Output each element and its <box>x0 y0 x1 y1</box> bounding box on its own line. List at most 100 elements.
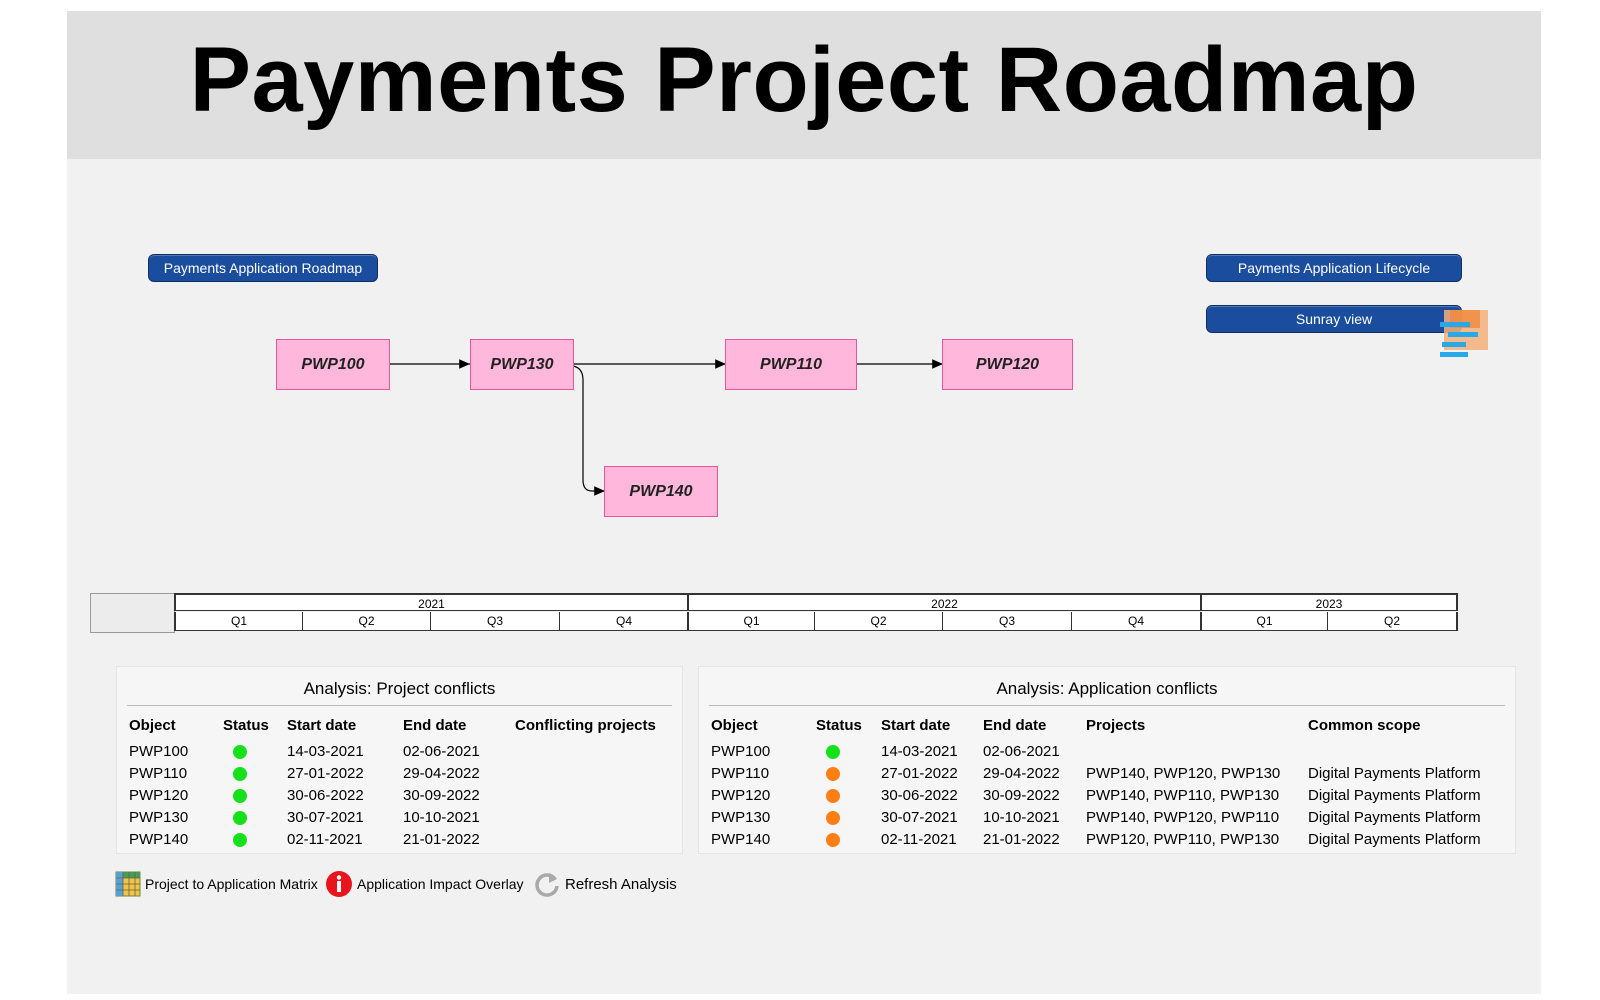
node-pwp100[interactable]: PWP100 <box>276 339 390 390</box>
timeline-header: 2021 2022 2023 Q1 Q2 Q3 Q4 Q1 Q2 Q3 Q4 Q… <box>90 593 1458 633</box>
payments-application-roadmap-button[interactable]: Payments Application Roadmap <box>148 254 378 282</box>
start-date-cell: 30-07-2021 <box>881 808 958 826</box>
object-cell: PWP110 <box>711 764 770 782</box>
edge-pwp130-pwp140 <box>572 365 605 496</box>
column-header: Common scope <box>1308 716 1421 734</box>
status-cell <box>223 762 287 784</box>
object-cell: PWP110 <box>129 764 188 782</box>
divider <box>127 705 672 706</box>
project-conflicts-title: Analysis: Project conflicts <box>303 679 496 698</box>
conflicting-projects-cell <box>515 740 675 762</box>
node-pwp110[interactable]: PWP110 <box>725 339 857 390</box>
status-dot <box>233 744 247 759</box>
table-row[interactable]: PWP130 30-07-2021 10-10-2021 PWP140, PWP… <box>711 806 1508 828</box>
table-row[interactable]: PWP110 27-01-2022 29-04-2022 <box>129 762 675 784</box>
quarter: Q4 <box>559 612 689 631</box>
object-cell: PWP120 <box>711 786 771 804</box>
projects-cell: PWP140, PWP120, PWP130 <box>1086 764 1281 782</box>
sunray-view-button[interactable]: Sunray view <box>1206 305 1462 333</box>
end-date-cell: 10-10-2021 <box>983 808 1060 826</box>
status-cell <box>816 828 881 850</box>
status-dot <box>233 810 247 825</box>
end-date-cell: 29-04-2022 <box>403 764 480 782</box>
status-dot <box>233 766 247 781</box>
column-header: Status <box>816 716 862 734</box>
column-header: End date <box>983 716 1047 734</box>
refresh-analysis-link[interactable]: Refresh Analysis <box>533 869 677 899</box>
matrix-link-label: Project to Application Matrix <box>145 876 318 892</box>
application-conflicts-title: Analysis: Application conflicts <box>996 679 1218 698</box>
projects-cell: PWP140, PWP110, PWP130 <box>1086 786 1280 804</box>
node-pwp140[interactable]: PWP140 <box>604 466 718 517</box>
projects-cell: PWP120, PWP110, PWP130 <box>1086 830 1280 848</box>
quarter: Q1 <box>1200 612 1328 631</box>
dependency-diagram <box>389 359 943 496</box>
start-date-cell: 02-11-2021 <box>287 830 363 848</box>
refresh-link-label: Refresh Analysis <box>565 875 677 893</box>
start-date-cell: 27-01-2022 <box>287 764 364 782</box>
quarter: Q1 <box>687 612 815 631</box>
matrix-grid-icon <box>115 871 141 897</box>
column-header: Start date <box>881 716 951 734</box>
status-cell <box>223 806 287 828</box>
table-row[interactable]: PWP100 14-03-2021 02-06-2021 <box>129 740 675 762</box>
application-conflicts-table: Object Status Start date End date Projec… <box>711 715 1508 850</box>
status-cell <box>816 784 881 806</box>
status-cell <box>223 828 287 850</box>
table-row[interactable]: PWP100 14-03-2021 02-06-2021 <box>711 740 1508 762</box>
header-band: Payments Project Roadmap <box>67 11 1541 159</box>
table-row[interactable]: PWP140 02-11-2021 21-01-2022 PWP120, PWP… <box>711 828 1508 850</box>
timeline-corner <box>90 593 175 633</box>
common-scope-cell <box>1308 740 1508 762</box>
table-row[interactable]: PWP130 30-07-2021 10-10-2021 <box>129 806 675 828</box>
quarter: Q2 <box>814 612 943 631</box>
quarter: Q2 <box>302 612 431 631</box>
projects-cell <box>1086 740 1308 762</box>
end-date-cell: 10-10-2021 <box>403 808 480 826</box>
start-date-cell: 30-07-2021 <box>287 808 364 826</box>
status-cell <box>816 806 881 828</box>
object-cell: PWP140 <box>129 830 189 848</box>
node-pwp120[interactable]: PWP120 <box>942 339 1073 390</box>
table-header-row: Object Status Start date End date Projec… <box>711 715 1508 740</box>
quarter: Q4 <box>1071 612 1201 631</box>
object-cell: PWP100 <box>711 742 771 760</box>
year-2022: 2022 <box>687 593 1202 611</box>
column-header: Conflicting projects <box>515 716 656 734</box>
payments-application-lifecycle-button[interactable]: Payments Application Lifecycle <box>1206 254 1462 282</box>
node-pwp130[interactable]: PWP130 <box>470 339 574 390</box>
projects-cell: PWP140, PWP120, PWP110 <box>1086 808 1280 826</box>
end-date-cell: 21-01-2022 <box>983 830 1060 848</box>
quarter: Q2 <box>1327 612 1458 631</box>
application-conflicts-panel: Analysis: Application conflicts Object S… <box>698 666 1516 854</box>
status-cell <box>223 740 287 762</box>
year-2021: 2021 <box>174 593 689 611</box>
column-header: Status <box>223 716 269 734</box>
end-date-cell: 30-09-2022 <box>983 786 1060 804</box>
column-header: Object <box>711 716 758 734</box>
application-impact-overlay-link[interactable]: Application Impact Overlay <box>325 869 524 899</box>
sunray-icon <box>1440 310 1488 357</box>
column-header: End date <box>403 716 467 734</box>
impact-link-label: Application Impact Overlay <box>357 876 524 892</box>
status-dot <box>233 832 247 847</box>
table-row[interactable]: PWP120 30-06-2022 30-09-2022 <box>129 784 675 806</box>
object-cell: PWP130 <box>711 808 771 826</box>
end-date-cell: 02-06-2021 <box>983 742 1060 760</box>
start-date-cell: 14-03-2021 <box>881 742 958 760</box>
project-conflicts-table: Object Status Start date End date Confli… <box>129 715 675 850</box>
status-cell <box>816 762 881 784</box>
end-date-cell: 29-04-2022 <box>983 764 1060 782</box>
quarter: Q1 <box>174 612 303 631</box>
end-date-cell: 30-09-2022 <box>403 786 480 804</box>
table-row[interactable]: PWP120 30-06-2022 30-09-2022 PWP140, PWP… <box>711 784 1508 806</box>
table-row[interactable]: PWP140 02-11-2021 21-01-2022 <box>129 828 675 850</box>
end-date-cell: 02-06-2021 <box>403 742 480 760</box>
project-conflicts-panel: Analysis: Project conflicts Object Statu… <box>116 666 683 854</box>
start-date-cell: 02-11-2021 <box>881 830 957 848</box>
object-cell: PWP140 <box>711 830 771 848</box>
table-row[interactable]: PWP110 27-01-2022 29-04-2022 PWP140, PWP… <box>711 762 1508 784</box>
status-cell <box>223 784 287 806</box>
project-to-application-matrix-link[interactable]: Project to Application Matrix <box>115 869 318 899</box>
status-dot <box>826 744 840 759</box>
